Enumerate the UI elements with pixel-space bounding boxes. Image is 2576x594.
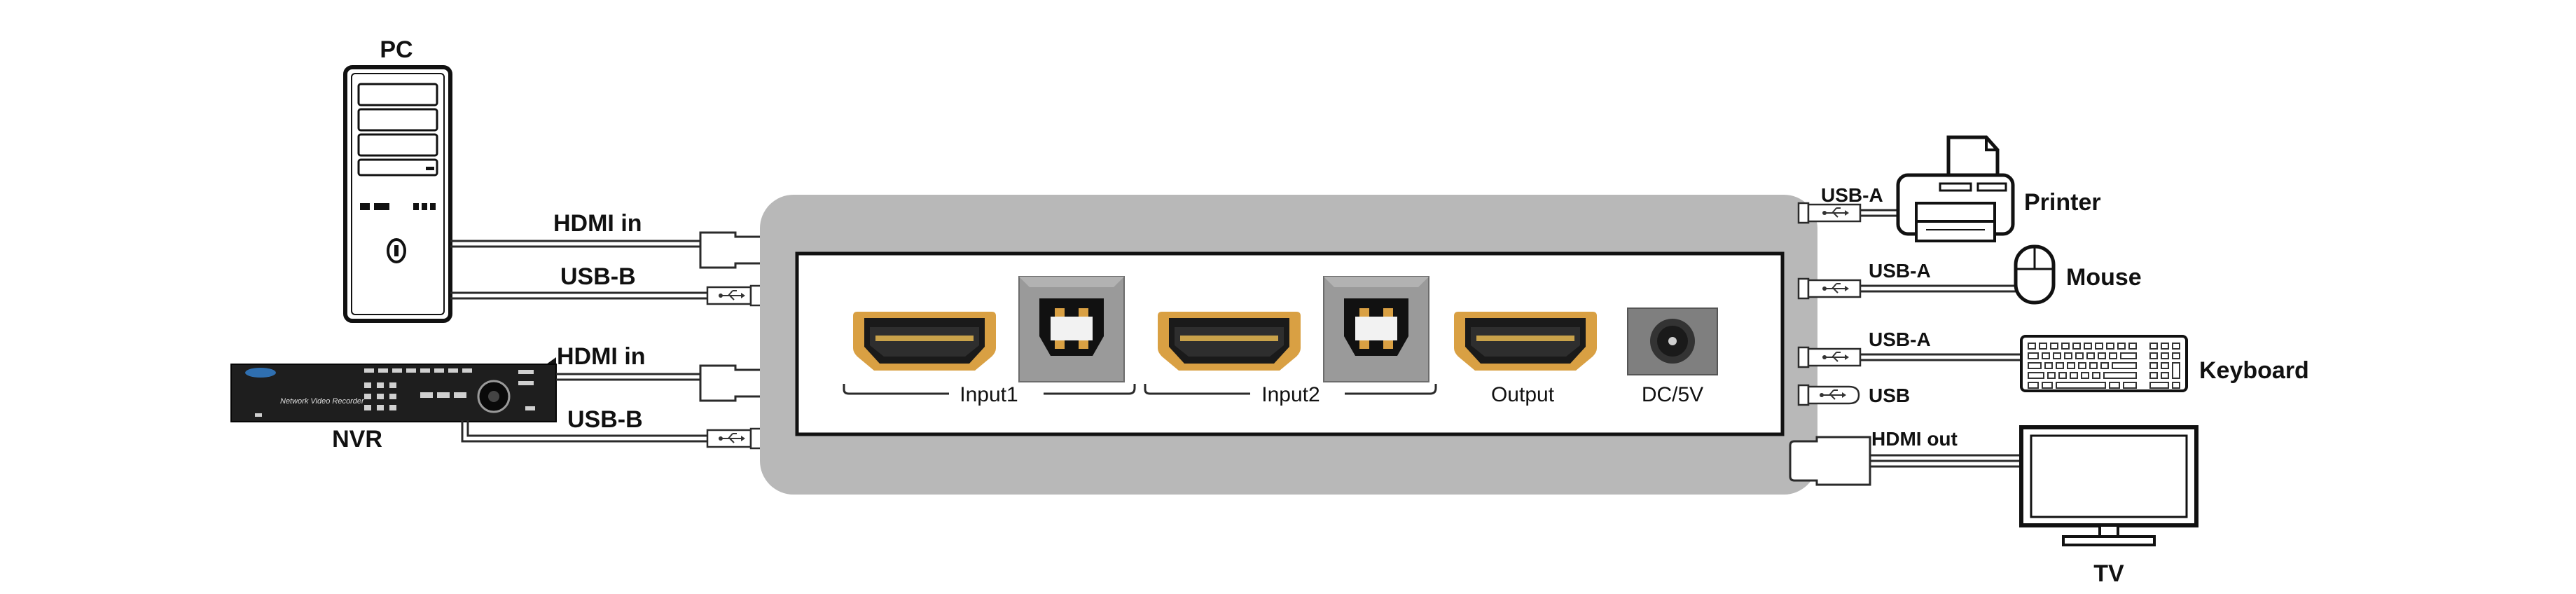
pc-label: PC — [380, 36, 413, 63]
input2-bracket-left — [1144, 384, 1250, 395]
keyboard-label: Keyboard — [2199, 357, 2309, 384]
input1-hdmi-port[interactable] — [853, 312, 996, 371]
mouse-usb-label: USB-A — [1869, 260, 1931, 282]
nvr-front-text: Network Video Recorder — [280, 397, 365, 406]
nvr-device: Network Video Recorder — [230, 357, 557, 422]
input2-hdmi-port[interactable] — [1158, 312, 1301, 371]
mouse-usb-cable — [1797, 277, 2017, 300]
mouse-icon — [2014, 244, 2056, 305]
nvr-label: NVR — [332, 426, 382, 453]
hdmi-out-cable — [1789, 436, 2024, 486]
dc-power-jack[interactable] — [1627, 308, 1718, 375]
nvr-usb-label: USB-B — [567, 406, 643, 433]
usb-spare-port[interactable] — [1797, 384, 1860, 406]
tv-label: TV — [2093, 560, 2124, 587]
nvr-hdmi-cable — [556, 364, 768, 402]
tv-icon — [2019, 425, 2198, 546]
input2-label: Input2 — [1261, 383, 1320, 406]
pc-tower — [343, 65, 452, 323]
input1-usb-b-port[interactable] — [1018, 276, 1125, 382]
keyboard-icon — [2020, 335, 2188, 392]
printer-usb-label: USB-A — [1821, 184, 1883, 206]
input1-label: Input1 — [960, 383, 1018, 406]
output-label: Output — [1491, 383, 1555, 406]
printer-label: Printer — [2024, 189, 2101, 216]
input1-bracket-left — [843, 384, 949, 395]
input1-bracket-right — [1044, 384, 1136, 395]
mouse-label: Mouse — [2066, 264, 2142, 291]
pc-hdmi-cable — [450, 231, 768, 269]
usb-spare-label: USB — [1869, 385, 1910, 406]
hdmi-out-label: HDMI out — [1871, 428, 1958, 450]
keyboard-usb-cable — [1797, 346, 2021, 368]
input2-usb-b-port[interactable] — [1323, 276, 1429, 382]
pc-hdmi-label: HDMI in — [553, 210, 642, 237]
printer-usb-cable — [1797, 202, 1904, 224]
nvr-hdmi-label: HDMI in — [557, 343, 646, 370]
output-hdmi-port[interactable] — [1454, 312, 1597, 371]
keyboard-usb-label: USB-A — [1869, 329, 1931, 350]
pc-usb-label: USB-B — [560, 263, 636, 290]
printer-icon — [1896, 135, 2015, 242]
input2-bracket-right — [1345, 384, 1437, 395]
dc-power-label: DC/5V — [1642, 383, 1703, 406]
